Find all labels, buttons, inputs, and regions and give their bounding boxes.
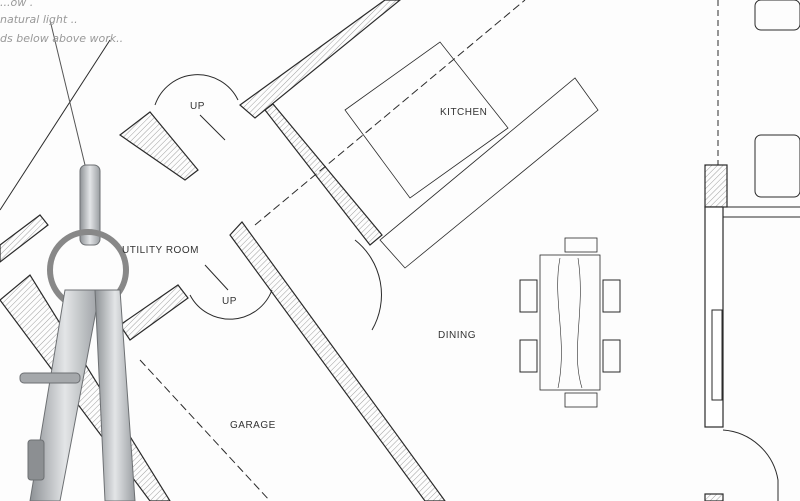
wall-utility-bottom bbox=[119, 284, 189, 341]
wall-right-pillar bbox=[704, 164, 728, 208]
kitchen-counter bbox=[344, 41, 509, 199]
drafting-compass bbox=[19, 164, 136, 501]
wall-right-vertical bbox=[704, 206, 724, 428]
room-label-garage: GARAGE bbox=[230, 420, 276, 431]
handwritten-note-2: natural light .. bbox=[0, 13, 78, 26]
room-label-dining: DINING bbox=[438, 330, 476, 341]
wall-utility-top bbox=[118, 111, 199, 181]
room-label-utility: UTILITY ROOM bbox=[122, 245, 199, 256]
dining-table bbox=[539, 254, 601, 391]
wall-garage-dining bbox=[229, 221, 446, 501]
wall-left-outer bbox=[0, 214, 49, 263]
handwritten-note-3: ds below above work.. bbox=[0, 32, 124, 45]
wall-kitchen bbox=[264, 103, 383, 246]
wall-top bbox=[239, 0, 401, 119]
stair-label-up-top: UP bbox=[190, 101, 205, 112]
kitchen-island bbox=[379, 77, 599, 269]
stair-label-up-bottom: UP bbox=[222, 296, 237, 307]
wall-right-bottom bbox=[704, 493, 724, 501]
handwritten-note-1: ...ow . bbox=[0, 0, 34, 9]
room-label-kitchen: KITCHEN bbox=[440, 107, 488, 118]
